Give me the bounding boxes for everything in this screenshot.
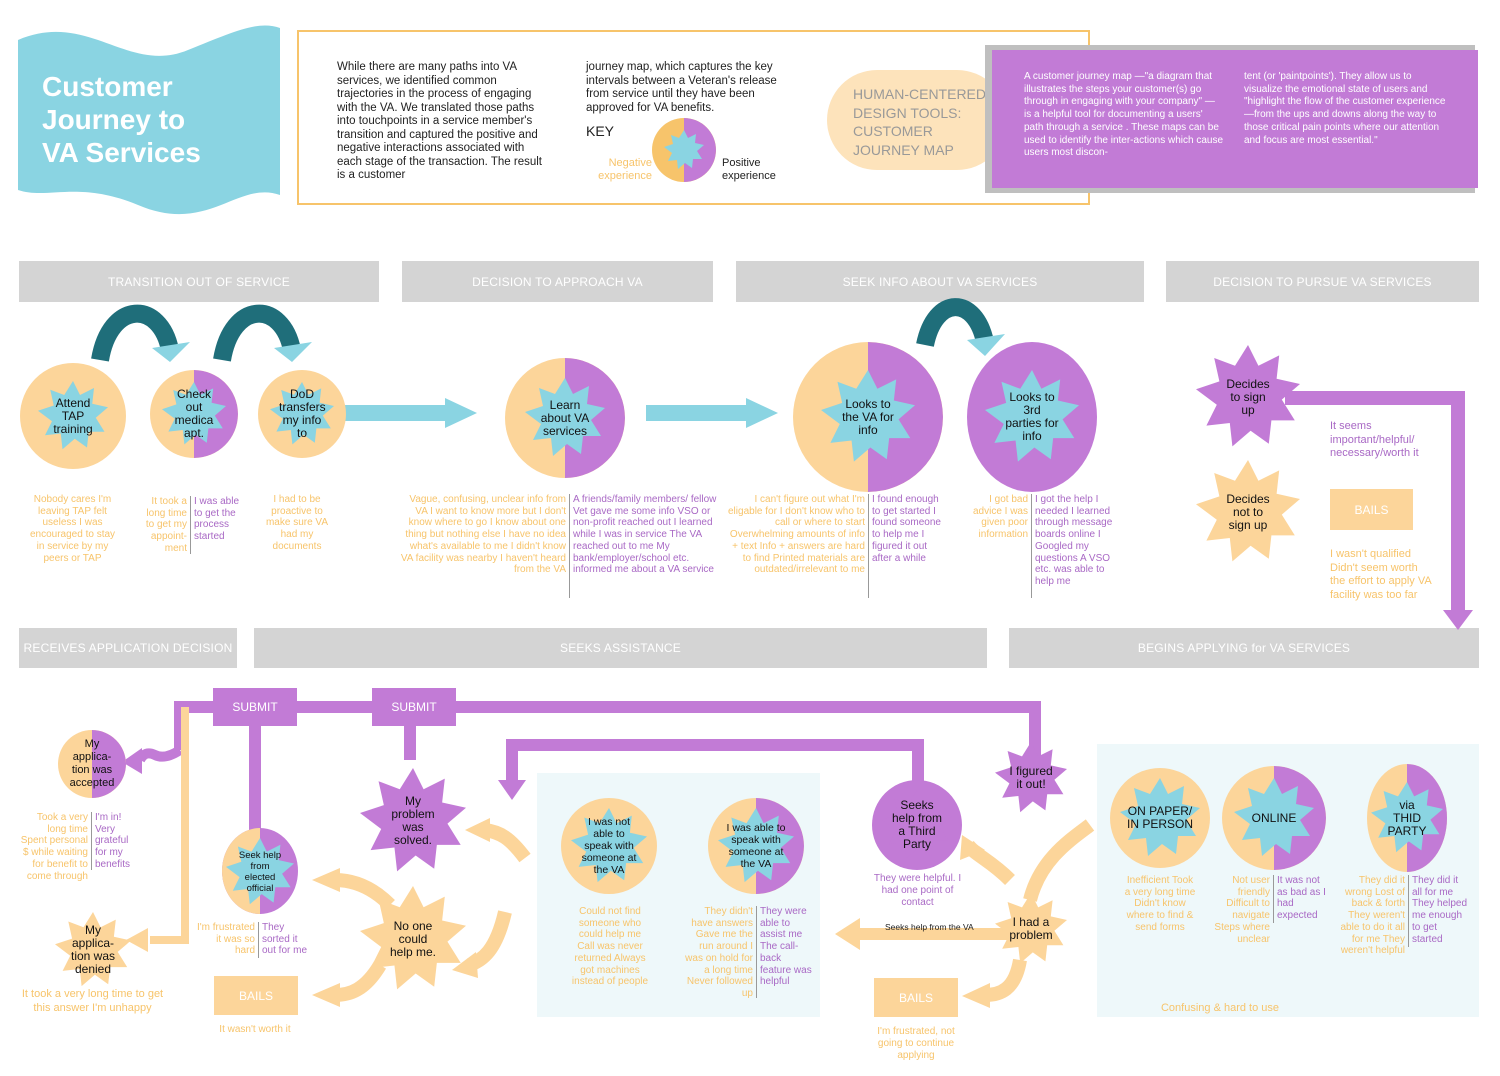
no-one-label: No one could help me.: [389, 918, 437, 959]
title-banner: [18, 25, 280, 215]
learn-label: Learn about VA services: [540, 397, 590, 438]
key-positive: Positive experience: [722, 157, 776, 182]
third-pos: I got the help I needed I learned throug…: [1031, 494, 1120, 598]
third-neg: I got bad advice I was given poor inform…: [972, 494, 1028, 541]
solved-node: My problem was solved.: [360, 768, 466, 874]
med-neg: It took a long time to get my appoint-me…: [145, 496, 187, 554]
phase-receives: RECEIVES APPLICATION DECISION: [19, 628, 237, 668]
confusing-note: Confusing & hard to use: [1160, 1002, 1280, 1014]
elected-label: Seek help from elected official: [238, 850, 282, 894]
hcd-desc-box: [992, 50, 1478, 188]
decides-not-label: Decides not to sign up: [1226, 491, 1270, 532]
medical-label: Check out medica apt.: [174, 387, 214, 440]
bails-1: BAILS: [1330, 489, 1413, 530]
learn-node: Learn about VA services: [505, 358, 625, 478]
tap-node: Attend TAP training: [20, 363, 126, 469]
phase-applying: BEGINS APPLYING for VA SERVICES: [1009, 628, 1479, 668]
long-time-note: It took a very long time to get this ans…: [21, 988, 164, 1014]
hcd-desc-1: A customer journey map —"a diagram that …: [1024, 71, 1223, 159]
accepted-label: My applica-tion was accepted: [69, 738, 115, 789]
via-pos: They did it all for me They helped me en…: [1408, 875, 1470, 947]
submit-1: SUBMIT: [213, 688, 297, 726]
denied-label: My applica-tion was denied: [70, 923, 116, 976]
problem-label: I had a problem: [1009, 915, 1053, 942]
via-neg: They did it wrong Lost of back & forth T…: [1340, 875, 1406, 957]
not-able-label: I was not able to speak with someone at …: [581, 816, 637, 876]
able-label: I was able to speak with someone at the …: [726, 822, 786, 870]
not-qualified-note: I wasn't qualified Didn't seem worth the…: [1330, 548, 1432, 601]
third-party-node: Seeks help from a Third Party: [872, 780, 962, 870]
via-third-label: via THID PARTY: [1387, 797, 1427, 838]
online-node: ONLINE: [1222, 766, 1326, 870]
frustrated-note: I'm frustrated, not going to continue ap…: [877, 1026, 955, 1061]
not-worth-note: It wasn't worth it: [219, 1024, 291, 1035]
notable-neg: Could not find someone who could help me…: [571, 906, 649, 988]
dod-node: DoD transfers my info to: [258, 370, 346, 458]
submit-2: SUBMIT: [372, 688, 456, 726]
acc-pos: I'm in! Very grateful for my benefits: [91, 812, 140, 870]
tap-label: Attend TAP training: [53, 395, 93, 436]
decides-sign-label: Decides to sign up: [1226, 376, 1270, 417]
intro-text-2: journey map, which captures the key inte…: [586, 61, 777, 114]
looks-3rd-label: Looks to 3rd parties for info: [1005, 390, 1059, 443]
it-seems-note: It seems important/helpful/ necessary/wo…: [1330, 420, 1419, 459]
med-pos: I was able to get the process started: [190, 496, 249, 554]
denied-node: My applica-tion was denied: [55, 912, 131, 988]
va-pos: I found enough to get started I found so…: [868, 494, 947, 598]
learn-neg: Vague, confusing, unclear info from VA I…: [400, 494, 566, 576]
tap-neg: Nobody cares I'm leaving TAP felt useles…: [29, 494, 116, 564]
looks-3rd-node: Looks to 3rd parties for info: [967, 342, 1097, 492]
accepted-node: My applica-tion was accepted: [58, 730, 126, 798]
dod-label: DoD transfers my info to: [279, 387, 326, 440]
not-able-node: I was not able to speak with someone at …: [561, 798, 657, 894]
phase-transition: TRANSITION OUT OF SERVICE: [19, 261, 379, 302]
phase-approach: DECISION TO APPROACH VA: [402, 261, 713, 302]
intro-text-1: While there are many paths into VA servi…: [337, 61, 542, 181]
paper-label: ON PAPER/ IN PERSON: [1127, 804, 1194, 831]
elect-neg: I'm frustrated it was so hard: [196, 922, 255, 957]
looks-va-node: Looks to the VA for info: [793, 342, 943, 492]
able-pos: They were able to assist me The call-bac…: [756, 906, 812, 998]
hcd-pill: [827, 70, 1007, 170]
solved-label: My problem was solved.: [391, 794, 435, 847]
paper-node: ON PAPER/ IN PERSON: [1110, 768, 1210, 868]
figured-label: I figured it out!: [1009, 764, 1053, 791]
paper-neg: Inefficient Took a very long time Didn't…: [1124, 875, 1196, 933]
online-label: ONLINE: [1251, 810, 1297, 825]
learn-pos: A friends/family members/ fellow Vet gav…: [569, 494, 721, 598]
key-label: KEY: [586, 123, 615, 139]
medical-node: Check out medica apt.: [150, 370, 238, 458]
seeks-help-va-label: Seeks help from the VA: [885, 922, 974, 932]
key-negative: Negative experience: [598, 157, 652, 182]
looks-va-label: Looks to the VA for info: [842, 396, 894, 437]
elected-node: Seek help from elected official: [222, 828, 298, 914]
problem-node: I had a problem: [995, 888, 1067, 970]
acc-neg: Took a very long time Spent personal $ w…: [20, 812, 88, 882]
hcd-desc-2: tent (or 'paintpoints'). They allow us t…: [1244, 71, 1446, 146]
phase-assistance: SEEKS ASSISTANCE: [254, 628, 987, 668]
figured-node: I figured it out!: [995, 742, 1067, 814]
online-pos: It was not as bad as I had expected: [1273, 875, 1327, 923]
able-node: I was able to speak with someone at the …: [708, 798, 804, 894]
via-third-node: via THID PARTY: [1367, 764, 1447, 872]
no-one-node: No one could help me.: [360, 886, 466, 992]
third-party-label: Seeks help from a Third Party: [891, 798, 943, 851]
bails-3: BAILS: [874, 978, 958, 1017]
bails-2: BAILS: [214, 976, 298, 1015]
decides-sign-node: Decides to sign up: [1196, 345, 1300, 449]
phase-seek-info: SEEK INFO ABOUT VA SERVICES: [736, 261, 1144, 302]
phase-pursue: DECISION TO PURSUE VA SERVICES: [1166, 261, 1479, 302]
decides-not-node: Decides not to sign up: [1196, 460, 1300, 564]
able-neg: They didn't have answers Gave me the run…: [685, 906, 753, 999]
dod-neg: I had to be proactive to make sure VA ha…: [265, 494, 329, 552]
elect-pos: They sorted it out for me: [258, 922, 312, 958]
key-symbol: [652, 118, 716, 182]
va-neg: I can't figure out what I'm eligable for…: [728, 494, 865, 576]
online-neg: Not user friendly Difficult to navigate …: [1214, 875, 1270, 945]
third-helpful-note: They were helpful. I had one point of co…: [873, 873, 962, 908]
